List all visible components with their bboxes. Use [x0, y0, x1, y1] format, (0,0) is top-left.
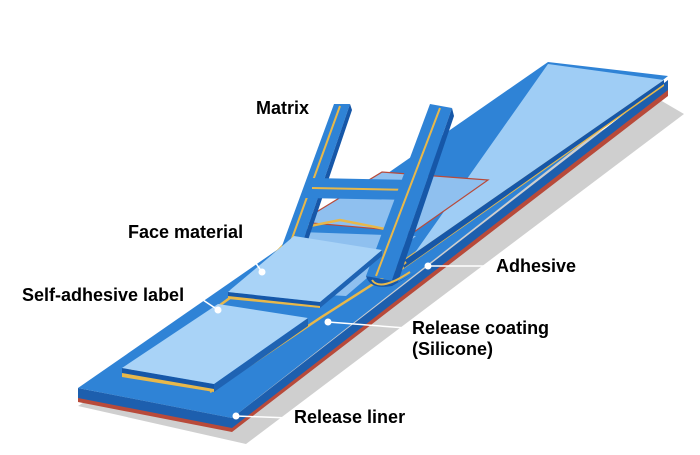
label-upper-top	[228, 236, 382, 302]
callout-dot-adhesive	[424, 262, 432, 270]
matrix-right-upright-adhesive	[375, 107, 441, 277]
callout-line-release-liner	[235, 415, 291, 419]
face-right-top-surface	[402, 64, 664, 262]
label-face-material: Face material	[128, 222, 244, 242]
label-lower-top	[122, 304, 308, 384]
matrix-right-curl	[366, 270, 420, 287]
label-lower-right-side	[214, 318, 308, 392]
label-upper-right-side	[320, 250, 382, 308]
label-self-adhesive-label: Self-adhesive label	[22, 285, 185, 305]
callout-line-release-coating	[327, 321, 407, 329]
label-adhesive: Adhesive	[496, 256, 577, 276]
matrix-left-upright	[282, 104, 350, 250]
matrix-right-curl-adhesive	[371, 271, 411, 286]
callout-dot-release-coating	[324, 318, 332, 326]
label-release-coating-line1: Release coating	[412, 318, 550, 338]
matrix-right-upright-edge	[392, 108, 454, 282]
callout-line-self-adhesive	[199, 297, 219, 311]
matrix-left-upright-adhesive	[289, 105, 341, 245]
face-right-side	[402, 80, 664, 268]
label-upper-adhesive	[228, 296, 320, 308]
label-release-liner: Release liner	[294, 407, 406, 427]
matrix-left-upright-edge	[300, 104, 352, 252]
label-matrix: Matrix	[256, 98, 310, 118]
label-release-coating-line2: (Silicone)	[412, 339, 494, 359]
callout-dot-release-liner	[232, 412, 240, 420]
callout-line-face-material	[247, 251, 263, 273]
matrix-crossbar-adhesive	[311, 187, 415, 191]
callout-dot-face-material	[258, 268, 266, 276]
callout-dot-self-adhesive	[214, 306, 222, 314]
label-lower-adhesive	[122, 373, 214, 392]
